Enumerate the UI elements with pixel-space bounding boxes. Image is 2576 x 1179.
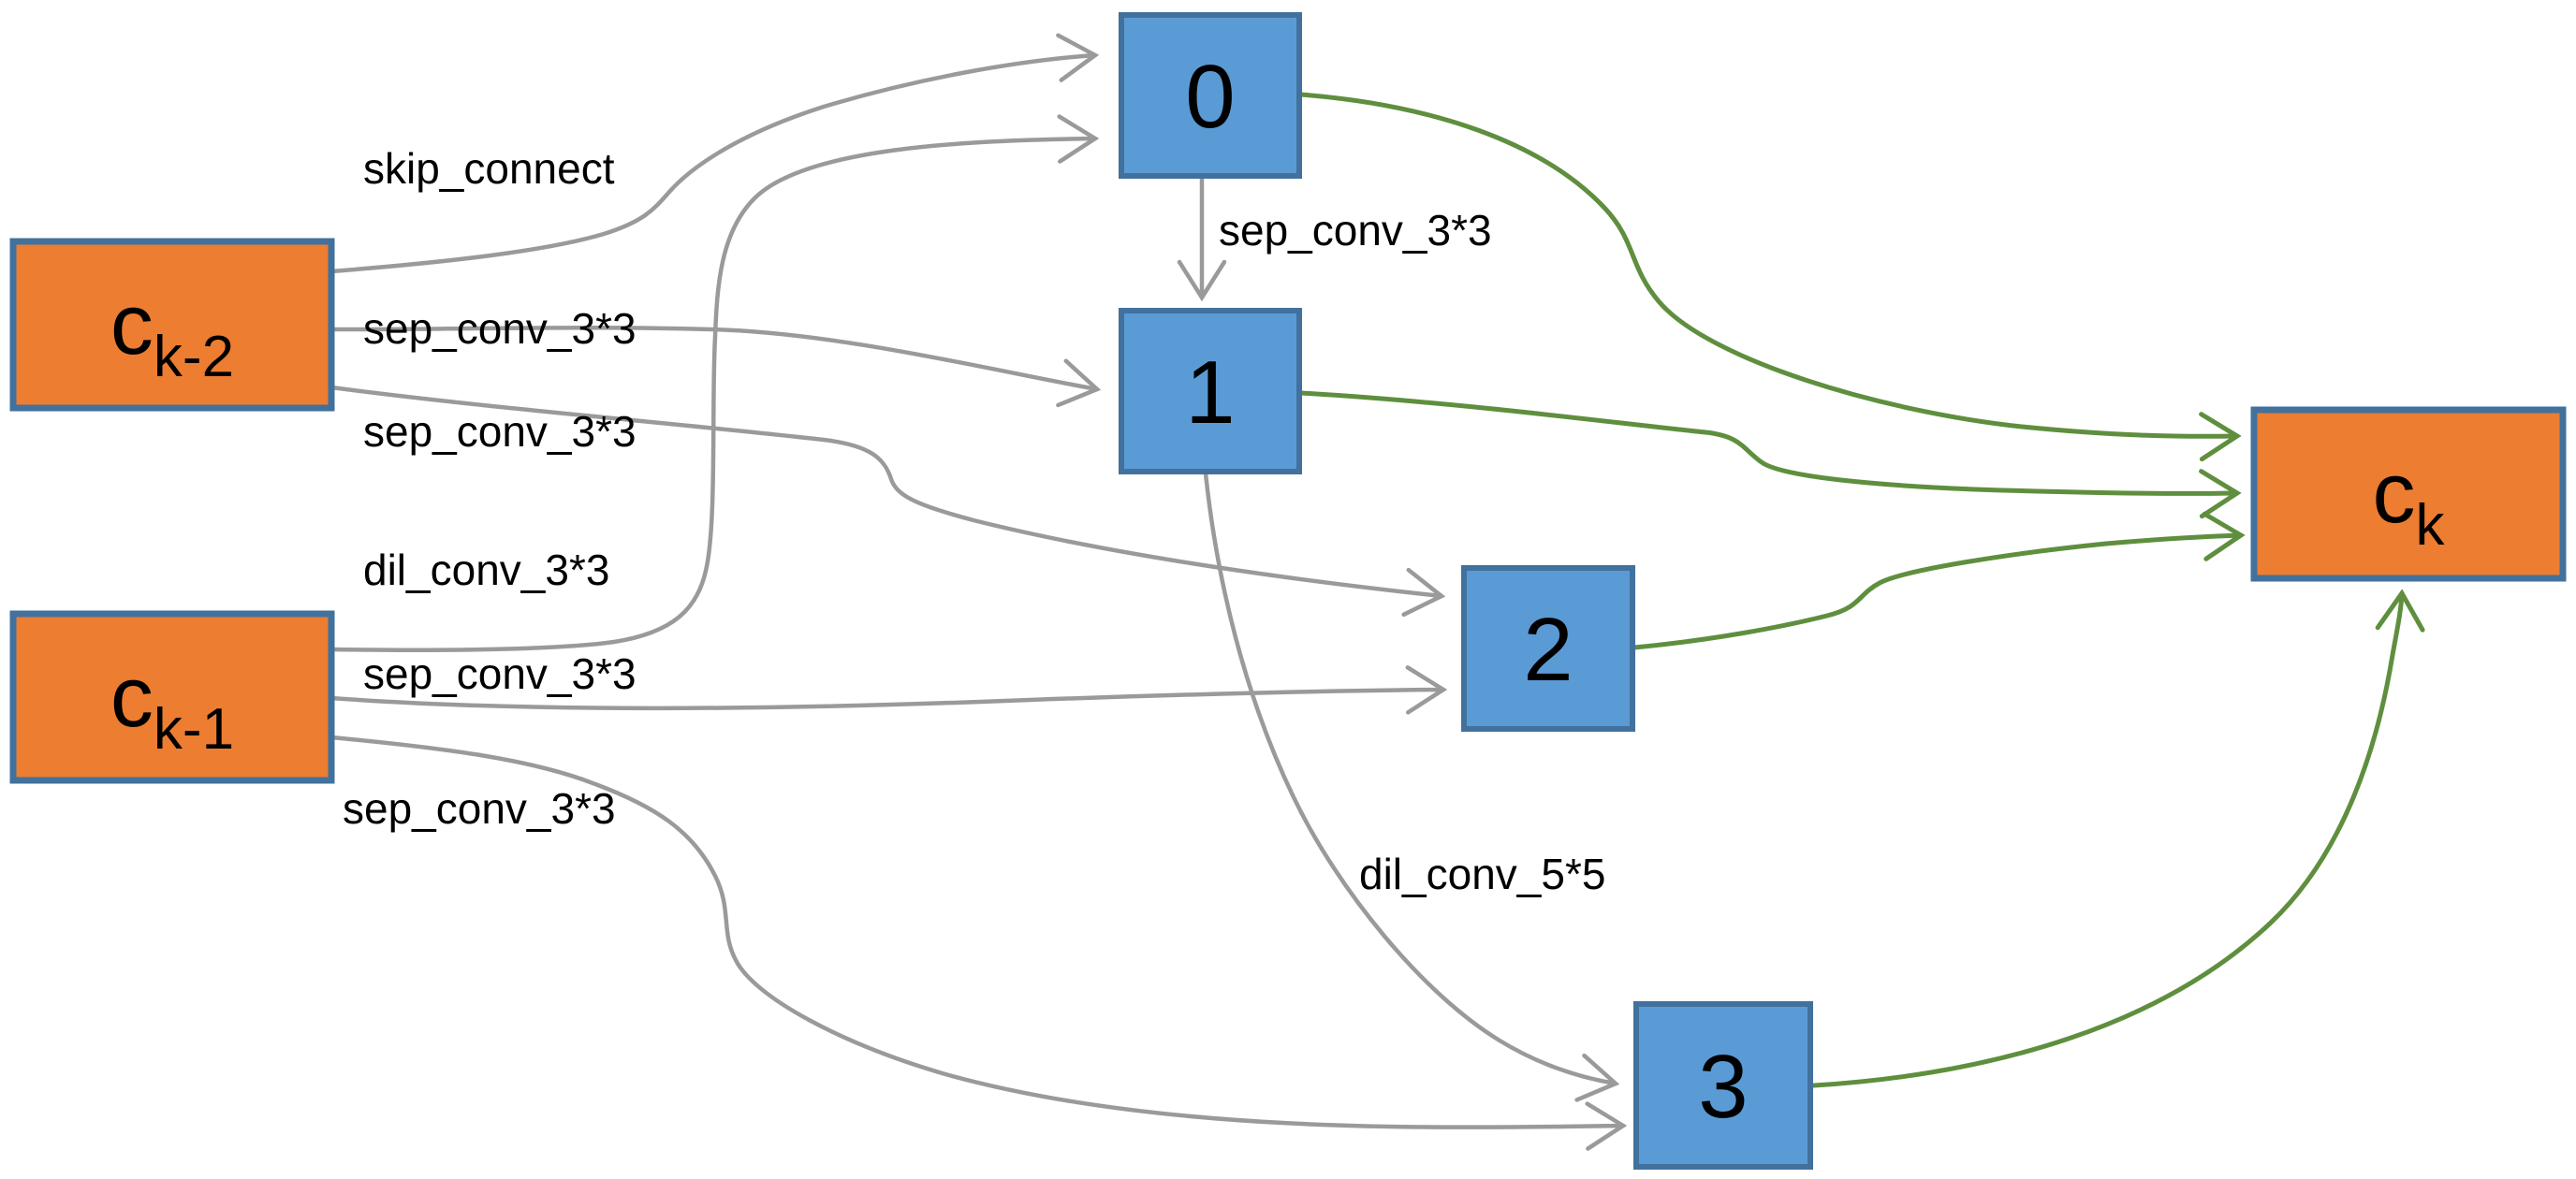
edge-3-to-ck	[1811, 589, 2425, 1088]
edge-ck2-to-2	[329, 385, 1446, 618]
edge-1-to-3	[1203, 471, 1620, 1102]
edge-ck1-to-3	[329, 735, 1628, 1151]
op-label-sep-conv-0-1: sep_conv_3*3	[1219, 206, 1492, 255]
edge-2-to-ck	[1632, 511, 2246, 650]
ck-base-text: c	[2373, 445, 2416, 541]
operation-labels: skip_connect sep_conv_3*3 sep_conv_3*3 d…	[343, 144, 1605, 898]
edge-0-to-ck	[1298, 92, 2242, 462]
ck2-subscript-text: k-2	[154, 325, 234, 389]
intermediate-node-2: 2	[1461, 565, 1635, 732]
ck1-subscript-text: k-1	[154, 697, 234, 762]
intermediate-node-1-box	[1119, 308, 1302, 474]
ck2-base-text: c	[110, 277, 154, 372]
intermediate-node-0: 0	[1119, 12, 1302, 179]
operation-edges	[329, 33, 1628, 1151]
input-node-ck1-box	[9, 610, 335, 784]
ck-subscript-text: k	[2416, 493, 2446, 558]
output-node-ck-box	[2250, 406, 2567, 582]
input-node-ck2-box	[9, 238, 335, 412]
input-node-ck1: ck-1	[9, 610, 335, 784]
op-label-dil-conv-1-3: dil_conv_5*5	[1359, 850, 1605, 898]
edge-ck1-to-0	[329, 114, 1100, 652]
output-node-ck-label: ck	[2373, 445, 2446, 558]
input-node-ck2-label: ck-2	[110, 277, 234, 389]
op-label-sep-conv-ck2-2: sep_conv_3*3	[363, 407, 637, 456]
edge-1-to-ck	[1298, 390, 2242, 519]
op-label-sep-conv-ck1-3: sep_conv_3*3	[343, 784, 616, 833]
edge-ck2-to-0	[329, 33, 1100, 274]
intermediate-node-2-box	[1461, 565, 1635, 732]
output-node-ck: ck	[2250, 406, 2567, 582]
intermediate-node-0-label: 0	[1185, 47, 1235, 147]
intermediate-node-1: 1	[1119, 308, 1302, 474]
op-label-dil-conv-ck1-0: dil_conv_3*3	[363, 546, 609, 594]
op-label-skip-connect: skip_connect	[363, 144, 615, 193]
intermediate-node-0-box	[1119, 12, 1302, 179]
input-node-ck2: ck-2	[9, 238, 335, 412]
op-label-sep-conv-ck2-1: sep_conv_3*3	[363, 304, 637, 353]
intermediate-node-1-label: 1	[1185, 342, 1235, 443]
intermediate-node-3: 3	[1633, 1001, 1813, 1170]
edge-ck2-to-1	[329, 325, 1102, 408]
output-edges	[1298, 92, 2425, 1088]
edge-ck1-to-2	[329, 665, 1448, 715]
intermediate-node-3-label: 3	[1698, 1037, 1748, 1137]
intermediate-node-3-box	[1633, 1001, 1813, 1170]
ck1-base-text: c	[110, 649, 154, 745]
input-node-ck1-label: ck-1	[110, 649, 234, 762]
intermediate-node-2-label: 2	[1523, 600, 1573, 700]
op-label-sep-conv-ck1-2: sep_conv_3*3	[363, 649, 637, 698]
